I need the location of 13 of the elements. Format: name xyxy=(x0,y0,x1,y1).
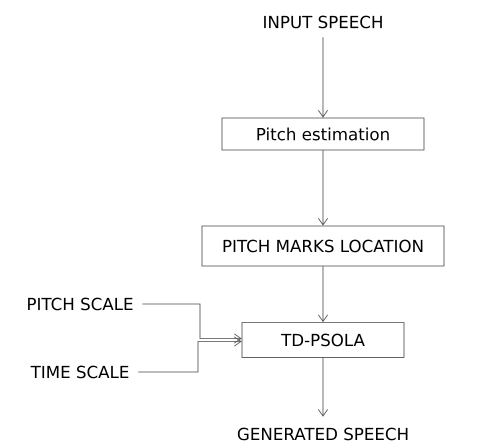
arrow xyxy=(318,36,328,118)
input-label: TIME SCALE xyxy=(30,366,128,378)
input-label: INPUT SPEECH xyxy=(264,16,382,28)
process-box: TD-PSOLA xyxy=(242,322,404,358)
input-label: PITCH SCALE xyxy=(28,298,132,310)
process-box: PITCH MARKS LOCATION xyxy=(202,226,444,266)
arrow xyxy=(318,266,328,322)
arrow xyxy=(318,357,328,417)
arrow xyxy=(138,336,242,372)
output-label: GENERATED SPEECH xyxy=(238,428,408,440)
process-box: Pitch estimation xyxy=(222,118,424,150)
arrow xyxy=(142,304,242,344)
arrow xyxy=(318,150,328,226)
